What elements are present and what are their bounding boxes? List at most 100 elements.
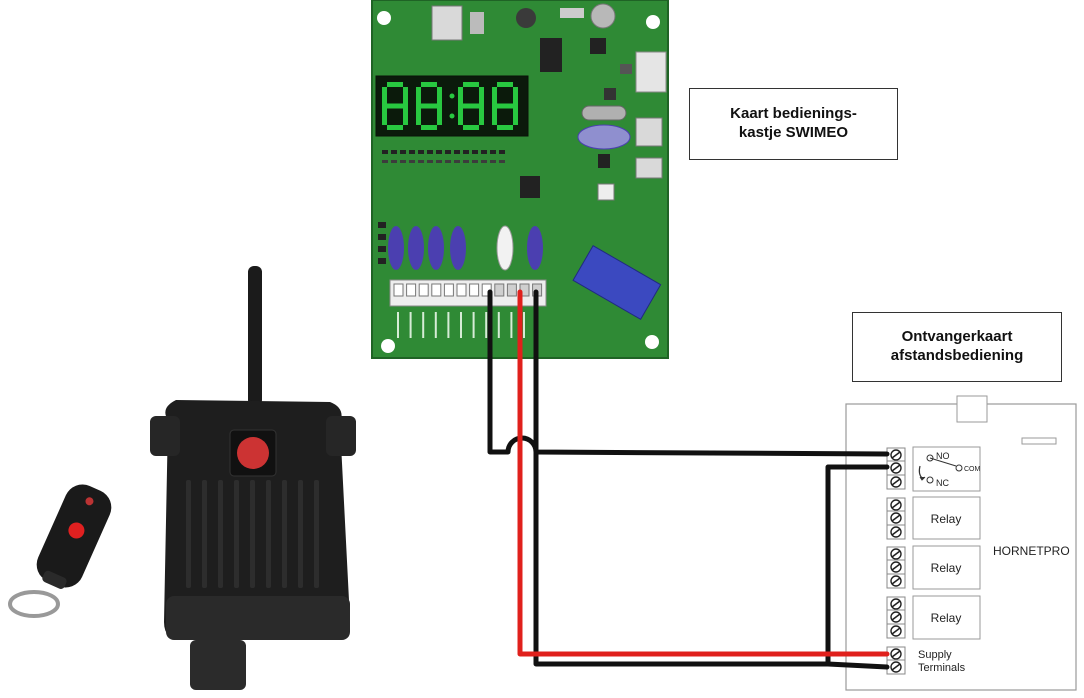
- display-digit: [382, 82, 408, 130]
- silkscreen-mark: [447, 312, 450, 338]
- label-receiver-line2: afstandsbediening: [890, 347, 1024, 364]
- resistor: [454, 150, 460, 154]
- resistor: [445, 160, 451, 163]
- receiver-body: [164, 400, 350, 640]
- display-digit: [458, 82, 484, 130]
- keyfob-logo: [85, 497, 94, 506]
- cable-gland: [190, 640, 246, 690]
- screw-slot: [891, 514, 901, 522]
- resistor: [490, 160, 496, 163]
- terminal-slot: [406, 283, 417, 297]
- rf-module: [431, 5, 463, 41]
- silkscreen-mark: [523, 312, 525, 338]
- display-segment: [416, 87, 421, 106]
- resistor: [463, 150, 469, 154]
- crystal: [581, 105, 627, 121]
- enclosure-rib: [186, 480, 191, 588]
- display-segment: [387, 125, 403, 130]
- screw-slot: [891, 663, 901, 671]
- display-segment: [421, 103, 437, 109]
- display-segment: [421, 82, 437, 87]
- label-receiver-line1: Ontvangerkaart: [901, 328, 1013, 346]
- display-segment: [403, 87, 408, 106]
- resistor: [481, 160, 487, 163]
- blue-relay: [572, 244, 662, 321]
- capacitor: [516, 8, 536, 28]
- resistor: [418, 150, 424, 154]
- black-wire-supply: [533, 289, 890, 670]
- relay-component: [577, 124, 631, 150]
- receiver-logo: [237, 437, 269, 469]
- resistor: [427, 150, 433, 154]
- resistor: [463, 160, 469, 163]
- resistor: [418, 160, 424, 163]
- mounting-hole: [646, 15, 660, 29]
- terminal-slot: [494, 283, 505, 297]
- resistor: [499, 150, 505, 154]
- resistor: [409, 160, 415, 163]
- display-digit: [492, 82, 518, 130]
- resistor: [400, 160, 406, 163]
- relay-box: [912, 595, 981, 640]
- connector-white: [635, 51, 667, 93]
- component: [560, 8, 584, 18]
- screw-slot: [891, 478, 901, 486]
- silkscreen-mark: [497, 312, 500, 338]
- silkscreen-mark: [472, 312, 475, 338]
- keyfob-button: [68, 522, 85, 539]
- label-swimeo-board: Kaart bedienings- kastje SWIMEO: [689, 88, 898, 160]
- display-segment: [416, 106, 421, 125]
- terminal-block: [389, 279, 547, 307]
- resistor: [409, 150, 415, 154]
- enclosure-rib: [218, 480, 223, 588]
- resistor: [391, 160, 397, 163]
- screw-slot: [891, 577, 901, 585]
- screw-slot: [891, 627, 901, 635]
- antenna: [248, 266, 262, 406]
- screw-slot: [891, 550, 901, 558]
- silkscreen-mark: [409, 312, 412, 338]
- hornetpro-receiver-board: NO COM NC Relay Relay Relay HORNETPRO Su…: [845, 395, 1077, 691]
- resistor-row: [378, 150, 505, 264]
- red-wire-supply: [517, 289, 890, 657]
- display-segment: [437, 106, 442, 125]
- resistor: [382, 160, 388, 163]
- resistor: [490, 150, 496, 154]
- supply-label-line2: Terminals: [918, 662, 966, 674]
- relay-contact-box: [912, 446, 981, 492]
- resistor: [391, 150, 397, 154]
- resistor: [427, 160, 433, 163]
- board-tab: [956, 395, 988, 423]
- mount-ear: [150, 416, 180, 456]
- resistor: [499, 160, 505, 163]
- supply-label-line1: Supply: [918, 649, 952, 661]
- screw-slot: [891, 650, 901, 658]
- relay-label: Relay: [931, 512, 962, 526]
- terminal-slot: [506, 283, 517, 297]
- resistor: [481, 150, 487, 154]
- enclosure-rib: [202, 480, 207, 588]
- silkscreen-mark: [397, 312, 399, 338]
- enclosure-rib: [282, 480, 287, 588]
- resistor: [382, 150, 388, 154]
- resistor: [378, 258, 386, 264]
- contact-nc-label: NC: [936, 478, 949, 488]
- wires: [487, 289, 890, 670]
- screw-slot: [891, 528, 901, 536]
- resistor: [378, 234, 386, 240]
- display-segment: [492, 106, 497, 125]
- screw-slot: [891, 613, 901, 621]
- display-segment: [421, 125, 437, 130]
- silkscreen-mark: [460, 312, 462, 338]
- display-segment: [492, 87, 497, 106]
- display-segment: [513, 87, 518, 106]
- receiver-enclosure: [150, 266, 356, 690]
- display-segment: [463, 82, 479, 87]
- silkscreen-mark: [434, 312, 437, 338]
- enclosure-rib: [234, 480, 239, 588]
- resistor: [472, 160, 478, 163]
- black-wire-relay-com: [825, 464, 890, 667]
- display-segment: [437, 87, 442, 106]
- screw-slot: [891, 600, 901, 608]
- mounting-hole: [645, 335, 659, 349]
